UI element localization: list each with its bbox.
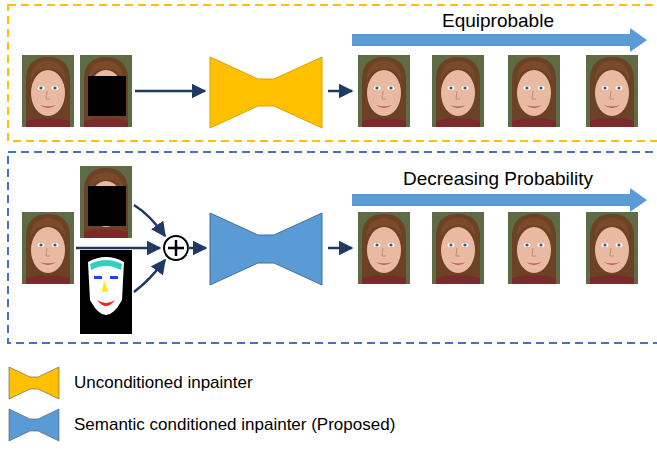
arrow-label: Equiprobable — [442, 10, 554, 32]
legend-text: Semantic conditioned inpainter (Proposed… — [74, 415, 395, 435]
legend-swatch — [8, 366, 60, 400]
arrow-label: Decreasing Probability — [403, 168, 593, 190]
legend-text: Unconditioned inpainter — [74, 373, 253, 393]
legend-swatch — [8, 408, 60, 442]
